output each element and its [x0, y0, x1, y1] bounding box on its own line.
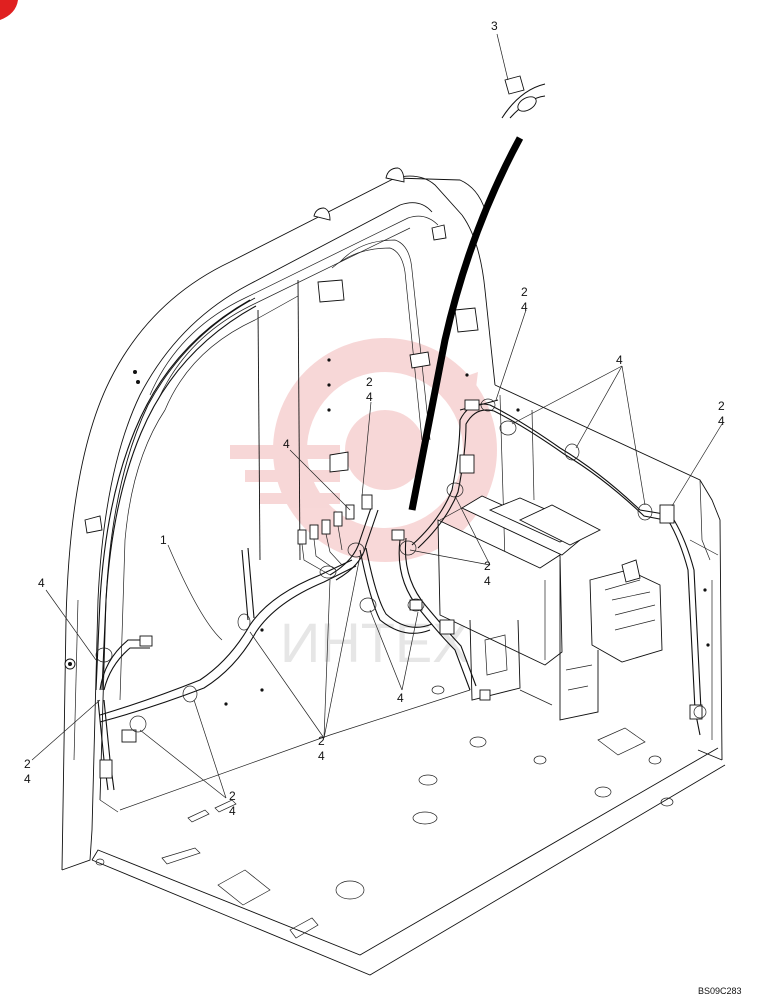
callout-4-center: 4 — [484, 574, 491, 588]
drawing-code: BS09C283 — [698, 986, 742, 996]
callouts: 3 1 2 4 2 4 2 4 4 4 2 4 4 2 4 2 4 2 4 4 — [24, 19, 725, 818]
callout-4-right: 4 — [718, 414, 725, 428]
callout-4-floor-left: 4 — [229, 804, 236, 818]
cab-frame — [61, 167, 726, 976]
leader-lines — [31, 33, 723, 799]
callout-4-connectors: 4 — [283, 437, 290, 451]
callout-4-rear-top: 4 — [521, 300, 528, 314]
callout-2-center: 2 — [484, 559, 491, 573]
callout-4-left-pillar: 4 — [38, 576, 45, 590]
callout-4-lower-mid: 4 — [397, 691, 404, 705]
callout-2-upper-mid: 2 — [366, 375, 373, 389]
callout-2-rear-top: 2 — [521, 285, 528, 299]
callout-2-right: 2 — [718, 399, 725, 413]
watermark-logo — [230, 338, 497, 562]
callout-2-floor-left: 2 — [229, 789, 236, 803]
callout-4-floor-mid: 4 — [318, 749, 325, 763]
callout-4-upper-mid: 4 — [366, 390, 373, 404]
callout-2-left-bottom: 2 — [24, 757, 31, 771]
brackets — [64, 224, 710, 706]
corner-badge-icon — [0, 0, 18, 20]
controller-unit — [437, 495, 663, 721]
callout-4-rear-clamps: 4 — [616, 353, 623, 367]
wire-harness-main — [95, 75, 707, 791]
callout-3: 3 — [491, 19, 498, 33]
callout-2-floor-mid: 2 — [318, 734, 325, 748]
callout-4-left-bottom: 4 — [24, 772, 31, 786]
callout-1: 1 — [160, 533, 167, 547]
